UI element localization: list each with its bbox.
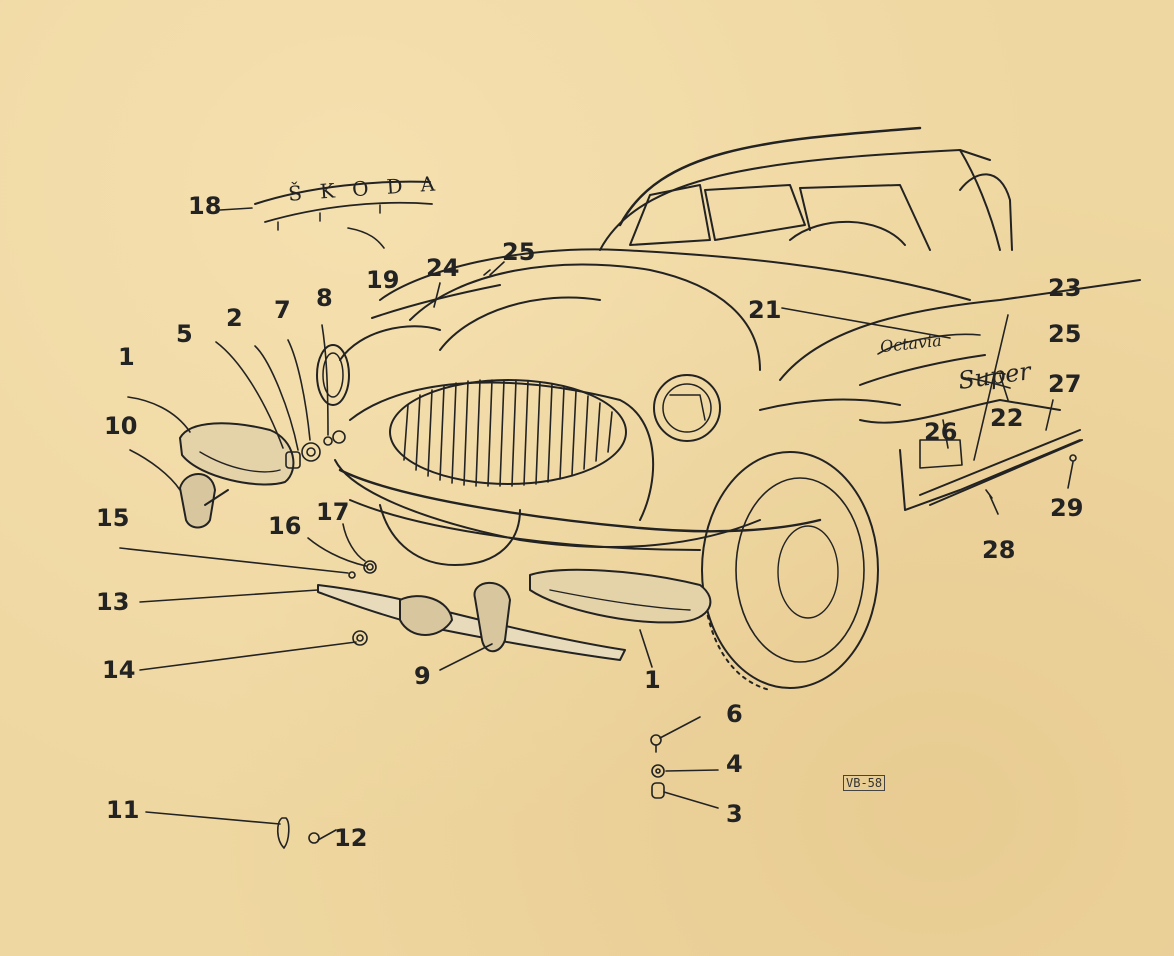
callout-26: 26 bbox=[924, 418, 958, 446]
callout-8: 8 bbox=[316, 284, 333, 312]
grille-bars bbox=[403, 379, 613, 487]
callout-2: 2 bbox=[226, 304, 243, 332]
callout-11: 11 bbox=[106, 796, 140, 824]
callout-9: 9 bbox=[414, 662, 431, 690]
callout-22: 22 bbox=[990, 404, 1024, 432]
figure-code-stamp: VB-58 bbox=[843, 775, 886, 791]
callout-1-left: 1 bbox=[118, 343, 135, 371]
callout-10: 10 bbox=[104, 412, 138, 440]
callout-7: 7 bbox=[274, 296, 291, 324]
callout-25-top: 25 bbox=[502, 238, 536, 266]
callout-15: 15 bbox=[96, 504, 130, 532]
hood-lettering-parts bbox=[254, 180, 433, 231]
callout-13: 13 bbox=[96, 588, 130, 616]
callout-21: 21 bbox=[748, 296, 782, 324]
callout-28: 28 bbox=[982, 536, 1016, 564]
callout-25-right: 25 bbox=[1048, 320, 1082, 348]
callout-27: 27 bbox=[1048, 370, 1082, 398]
callout-6: 6 bbox=[726, 700, 743, 728]
callout-16: 16 bbox=[268, 512, 302, 540]
callout-1-right: 1 bbox=[644, 666, 661, 694]
callout-3: 3 bbox=[726, 800, 743, 828]
overrider-part bbox=[179, 473, 229, 529]
callout-19: 19 bbox=[366, 266, 400, 294]
callout-14: 14 bbox=[102, 656, 136, 684]
callout-17: 17 bbox=[316, 498, 350, 526]
callout-29: 29 bbox=[1050, 494, 1084, 522]
callout-5: 5 bbox=[176, 320, 193, 348]
small-hardware bbox=[276, 269, 1077, 849]
callout-4: 4 bbox=[726, 750, 743, 778]
bumper-parts bbox=[179, 422, 712, 661]
car-body bbox=[316, 126, 1141, 691]
callout-23: 23 bbox=[1048, 274, 1082, 302]
callout-12: 12 bbox=[334, 824, 368, 852]
callout-24: 24 bbox=[426, 254, 460, 282]
callout-18: 18 bbox=[188, 192, 222, 220]
leader-lines bbox=[119, 207, 1074, 841]
